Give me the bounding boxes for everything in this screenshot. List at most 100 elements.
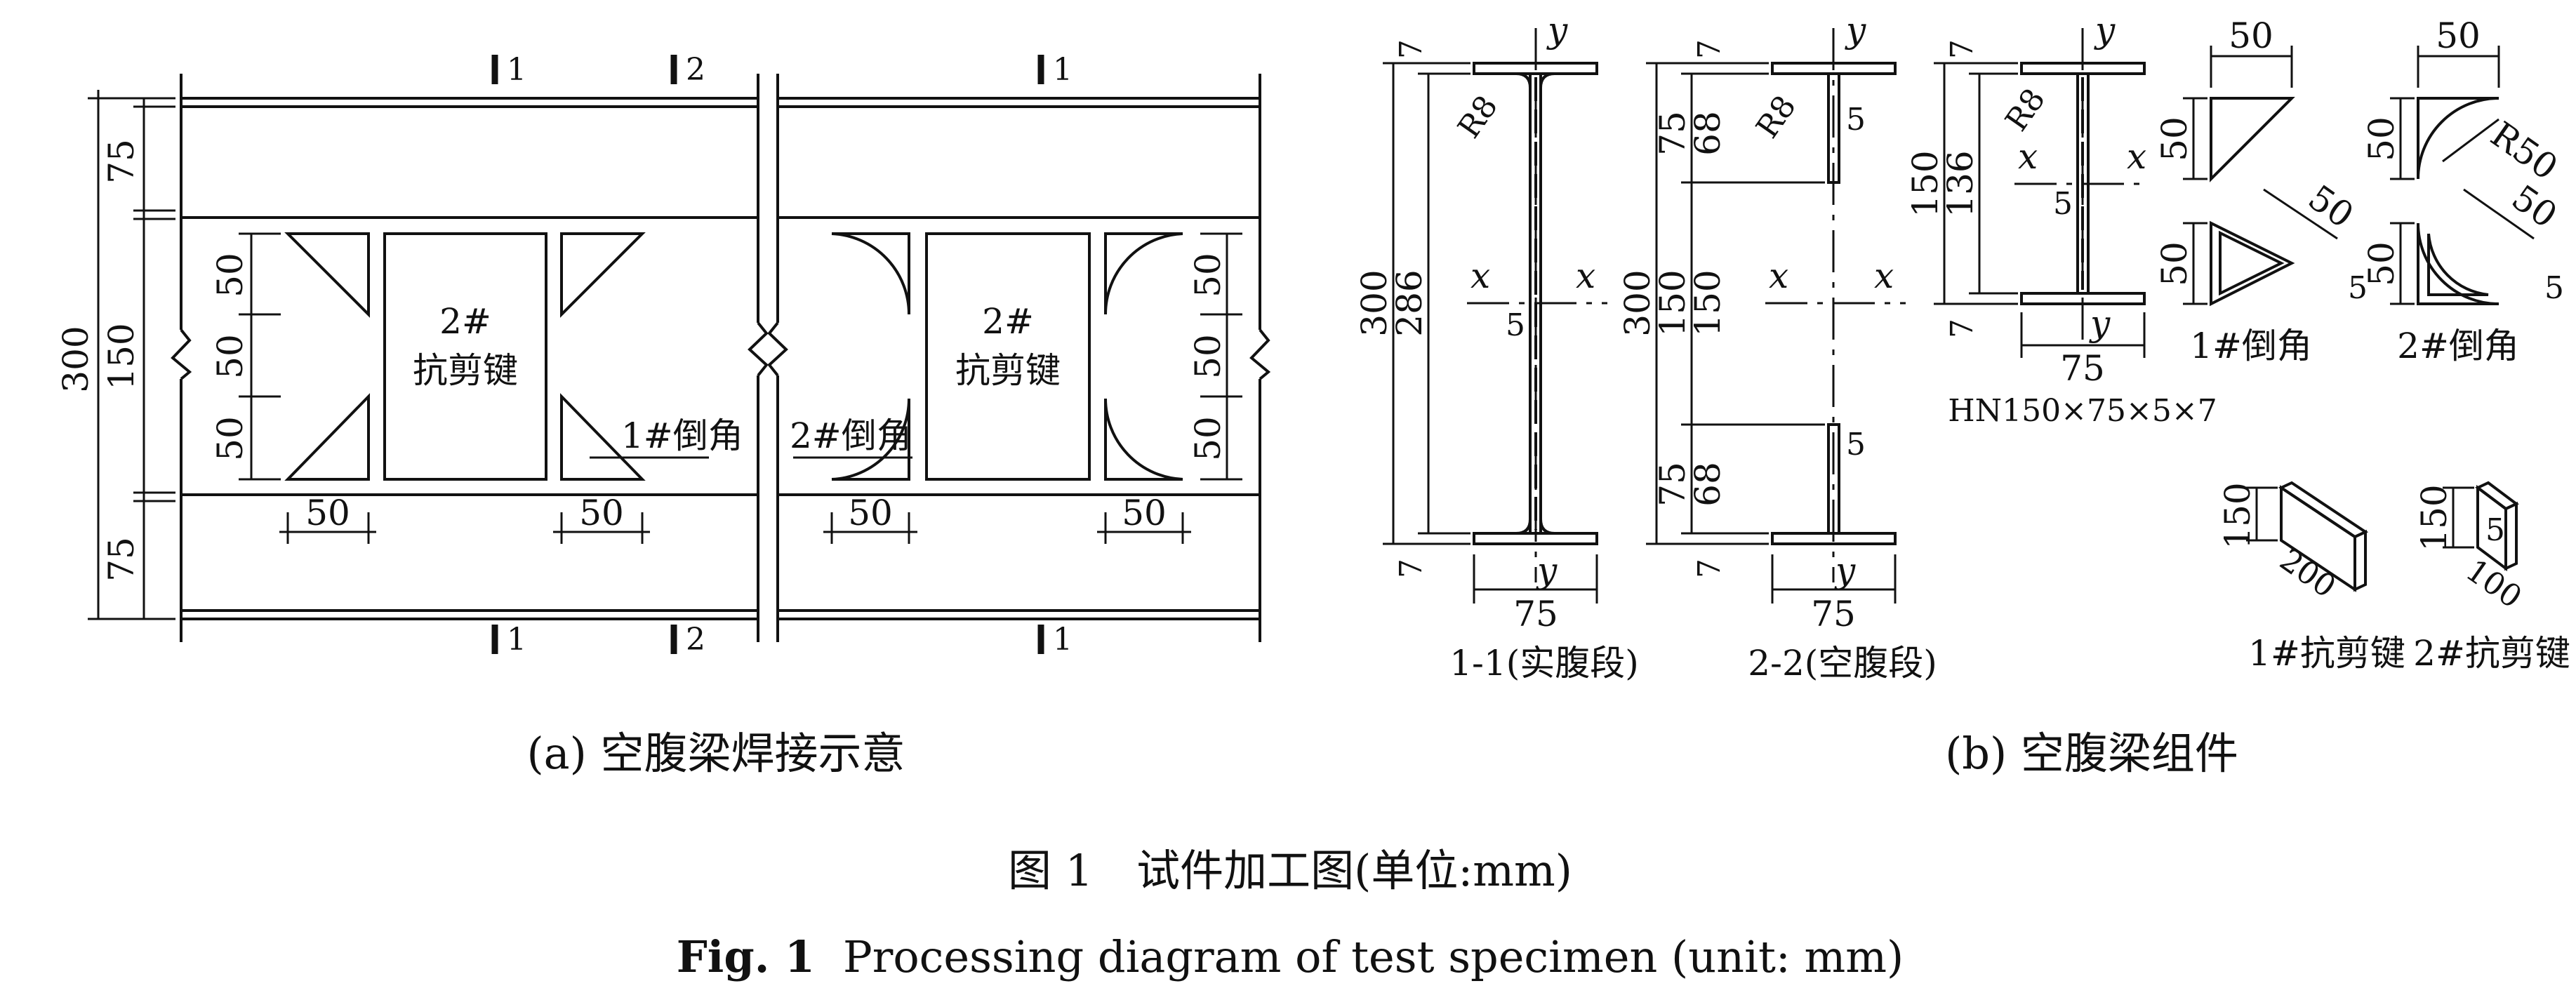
- section-1-bottom-right: 1: [1053, 622, 1073, 658]
- chamfer-1-title: 1#倒角: [2190, 326, 2312, 366]
- section-1-1-solid-web: y y x x R8 5 300 286 7 7 75 1-1(实腹段): [1354, 10, 1639, 684]
- svg-text:50: 50: [579, 493, 624, 533]
- svg-text:75: 75: [1811, 594, 1856, 634]
- svg-text:150: 150: [1905, 150, 1946, 217]
- svg-text:R8: R8: [1451, 89, 1505, 145]
- svg-text:50: 50: [2154, 116, 2195, 161]
- svg-text:抗剪键: 抗剪键: [955, 350, 1061, 391]
- dimension-chain-left: 300 75 150 75 50 50 50: [55, 90, 281, 620]
- svg-text:y: y: [2094, 10, 2116, 51]
- figure-title-en: Fig. 1 Processing diagram of test specime…: [677, 931, 1904, 982]
- beam-left-outline: [171, 74, 769, 642]
- caption-b: (b) 空腹梁组件: [1945, 728, 2238, 779]
- svg-text:R8: R8: [1749, 89, 1803, 145]
- svg-text:50: 50: [2229, 15, 2273, 56]
- shear-key-2-title: 2#抗剪键: [2413, 633, 2570, 674]
- svg-text:y: y: [1536, 550, 1558, 591]
- svg-text:抗剪键: 抗剪键: [413, 350, 518, 391]
- svg-text:68: 68: [1687, 111, 1728, 156]
- svg-text:5: 5: [1846, 102, 1866, 138]
- svg-text:5: 5: [1506, 307, 1525, 343]
- figure-title-en-number: Fig. 1: [677, 931, 815, 982]
- svg-text:100: 100: [2459, 552, 2528, 615]
- svg-text:75: 75: [2060, 348, 2105, 389]
- svg-text:150: 150: [101, 323, 142, 389]
- shear-key-1-component: 150 200 1#抗剪键: [2217, 481, 2405, 674]
- section-1-bottom-left: 1: [507, 622, 526, 658]
- svg-text:2#: 2#: [439, 301, 491, 342]
- svg-text:50: 50: [2361, 241, 2402, 286]
- section-2-2-label: 2-2(空腹段): [1748, 643, 1937, 684]
- svg-text:y: y: [1834, 550, 1856, 591]
- section-1-1-label: 1-1(实腹段): [1449, 643, 1639, 684]
- svg-text:7: 7: [1393, 39, 1429, 59]
- svg-text:300: 300: [1354, 269, 1395, 336]
- hn-label: HN150×75×5×7: [1948, 393, 2217, 429]
- shear-key-left-group: 2# 抗剪键 1#倒角: [284, 232, 743, 481]
- svg-text:50: 50: [1188, 334, 1228, 379]
- svg-text:50: 50: [1188, 416, 1228, 461]
- svg-text:150: 150: [1652, 269, 1693, 336]
- svg-text:300: 300: [1617, 269, 1658, 336]
- dimension-row-bottom: 50 50 50 50: [279, 493, 1191, 544]
- svg-text:x: x: [1470, 255, 1490, 296]
- svg-text:x: x: [1874, 255, 1894, 296]
- dimension-chain-right: 50 50 50: [1188, 232, 1242, 481]
- svg-text:5: 5: [2053, 186, 2073, 222]
- svg-text:5: 5: [2544, 270, 2564, 306]
- svg-text:50: 50: [1188, 253, 1228, 298]
- section-1-top-right: 1: [1053, 52, 1073, 88]
- svg-text:50: 50: [210, 334, 251, 379]
- svg-text:7: 7: [1692, 39, 1727, 59]
- chamfer-1-bottom-right: [560, 393, 646, 481]
- svg-text:y: y: [1845, 10, 1866, 51]
- svg-text:50: 50: [305, 493, 350, 533]
- shear-key-1-title: 1#抗剪键: [2248, 633, 2405, 674]
- svg-text:y: y: [1546, 10, 1568, 51]
- panel-b-components: y y x x R8 5 300 286 7 7 75 1-1(实腹段): [1354, 10, 2570, 779]
- svg-text:7: 7: [1944, 319, 1980, 338]
- hn-section: y y x x R8 5 150 136 7 7 75 HN150×75×5×7: [1905, 10, 2217, 429]
- svg-text:R8: R8: [1998, 82, 2052, 138]
- figure-title-en-text: Processing diagram of test specimen (uni…: [843, 931, 1904, 982]
- svg-text:7: 7: [1944, 39, 1980, 59]
- panel-a-welding-diagram: 1 2 1 1 2 1 2# 抗剪键 1#倒角 2#: [55, 52, 1271, 779]
- chamfer-1-component: 50 50 50 50 5 1#倒角: [2154, 15, 2368, 366]
- svg-text:x: x: [2018, 136, 2038, 177]
- svg-text:50: 50: [2361, 116, 2402, 161]
- chamfer-2-bottom-left: [831, 398, 911, 481]
- svg-text:75: 75: [101, 537, 142, 582]
- svg-text:136: 136: [1940, 150, 1981, 217]
- svg-text:68: 68: [1687, 462, 1728, 507]
- svg-text:150: 150: [2414, 484, 2455, 551]
- svg-text:75: 75: [1652, 111, 1693, 156]
- svg-text:75: 75: [1513, 594, 1558, 634]
- chamfer-2-title: 2#倒角: [2397, 326, 2519, 366]
- svg-text:7: 7: [1393, 559, 1429, 578]
- beam-right-outline: [767, 74, 1271, 642]
- section-2-2-open-web: y y x x R8 5 5 300 75 150 75 68 150 68 7…: [1617, 10, 1937, 684]
- svg-text:50: 50: [2301, 177, 2361, 236]
- chamfer-2-top-right: [1103, 232, 1183, 315]
- chamfer-2-component: 50 50 R50 50 50 5 2#倒角: [2361, 15, 2565, 366]
- svg-text:x: x: [1769, 255, 1788, 296]
- shear-key-2-right: [925, 232, 1091, 481]
- section-markers: 1 2 1 1 2 1: [491, 52, 1073, 658]
- figure-title-zh: 图 1 试件加工图(单位:mm): [1008, 845, 1572, 896]
- svg-text:5: 5: [1846, 427, 1866, 462]
- caption-a: (a) 空腹梁焊接示意: [526, 728, 905, 779]
- svg-text:5: 5: [2485, 512, 2505, 548]
- chamfer-2-top-left: [831, 232, 911, 315]
- svg-text:50: 50: [1122, 493, 1167, 533]
- svg-text:150: 150: [2217, 482, 2258, 549]
- svg-text:5: 5: [2348, 270, 2368, 306]
- svg-text:7: 7: [1692, 559, 1727, 578]
- chamfer-2-bottom-right: [1103, 398, 1183, 481]
- svg-text:75: 75: [1652, 462, 1693, 507]
- shear-key-2-component: 150 5 100 2#抗剪键: [2413, 481, 2570, 674]
- shear-key-right-group: 2# 抗剪键 2#倒角: [790, 232, 1183, 481]
- svg-text:50: 50: [2154, 241, 2195, 286]
- chamfer-2-label: 2#倒角: [790, 415, 912, 456]
- svg-text:75: 75: [101, 139, 142, 184]
